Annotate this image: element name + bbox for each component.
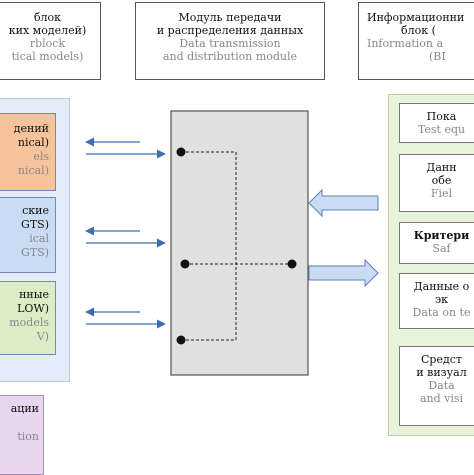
right-box-data-on-te: Данные о эк Data on te: [399, 273, 474, 329]
right-box-criteria-en: Saf: [432, 242, 451, 255]
left-box-information-ru: ации: [10, 402, 39, 415]
header-left-box: блок ких моделей) rblock tical models): [0, 2, 101, 80]
left-box-technical-en-2: nical): [17, 164, 49, 177]
header-center-ru-1: Модуль передачи: [178, 11, 282, 24]
header-right-ru-1: Информационни: [367, 11, 465, 24]
right-box-test-equipment-en: Test equ: [417, 123, 466, 136]
header-right-en-2: (BI: [429, 50, 446, 63]
left-box-technical-en: els: [33, 150, 49, 163]
connection-nodes: [176, 147, 297, 345]
right-box-field-ru: Данн: [426, 161, 457, 174]
node-middle-left: [180, 259, 190, 269]
header-left-ru-2: ких моделей): [8, 24, 87, 37]
right-box-data-on-te-ru-2: эк: [434, 293, 449, 306]
left-box-gts-en: ical: [29, 232, 49, 245]
right-box-field-en: Fiel: [430, 187, 453, 200]
header-left-ru-1: блок: [33, 11, 62, 24]
left-box-technical-ru-2: nical): [17, 136, 49, 149]
header-center-en-1: Data transmission: [179, 37, 281, 50]
right-box-test-equipment-ru: Пока: [426, 110, 457, 123]
node-middle-right: [287, 259, 297, 269]
right-box-field-ru-2: обе: [431, 174, 452, 187]
header-right-box: Информационни блок ( Information a (BI: [358, 2, 474, 80]
right-box-test-equipment: Пока Test equ: [399, 103, 474, 143]
left-box-technical: дений nical) els nical): [0, 113, 56, 191]
header-center-ru-2: и распределения данных: [156, 24, 304, 37]
left-box-information: ации tion: [0, 395, 44, 475]
right-box-data-on-te-ru: Данные о: [413, 280, 470, 293]
right-box-visualization-ru-2: и визуал: [416, 366, 467, 379]
left-box-gts-en-2: GTS): [21, 246, 49, 259]
left-box-low: нные LOW) models V): [0, 281, 56, 355]
right-box-criteria-ru: Критери: [413, 229, 470, 242]
right-box-data-on-te-en: Data on te: [412, 306, 471, 319]
left-box-technical-ru: дений: [13, 122, 49, 135]
right-box-visualization-en: Data: [428, 379, 455, 392]
right-box-visualization: Средст и визуал Data and visi: [399, 346, 474, 426]
right-box-visualization-ru: Средст: [421, 353, 462, 366]
header-center-box: Модуль передачи и распределения данных D…: [135, 2, 325, 80]
left-box-gts-ru: ские: [22, 204, 49, 217]
block-arrow-right: [308, 258, 379, 288]
node-bottom: [176, 335, 186, 345]
left-box-information-en: tion: [17, 430, 39, 443]
right-box-visualization-en-2: and visi: [419, 392, 464, 405]
left-box-low-en: models: [9, 316, 49, 329]
left-box-low-en-2: V): [36, 330, 49, 343]
left-box-gts: ские GTS) ical GTS): [0, 197, 56, 273]
left-box-low-ru: нные: [19, 288, 49, 301]
left-box-gts-ru-2: GTS): [21, 218, 49, 231]
header-right-en-1: Information a: [367, 37, 444, 50]
block-arrow-left: [308, 188, 379, 218]
header-left-en-2: tical models): [11, 50, 84, 63]
left-box-low-ru-2: LOW): [17, 302, 49, 315]
node-top: [176, 147, 186, 157]
header-right-ru-2: блок (: [401, 24, 436, 37]
header-center-en-2: and distribution module: [162, 50, 298, 63]
center-module-block: [170, 110, 309, 376]
header-left-en-1: rblock: [29, 37, 66, 50]
internal-dashed-wiring: [181, 151, 292, 341]
right-box-criteria: Критери Saf: [399, 222, 474, 264]
left-arrows: [85, 137, 166, 329]
right-box-field: Данн обе Fiel: [399, 154, 474, 212]
